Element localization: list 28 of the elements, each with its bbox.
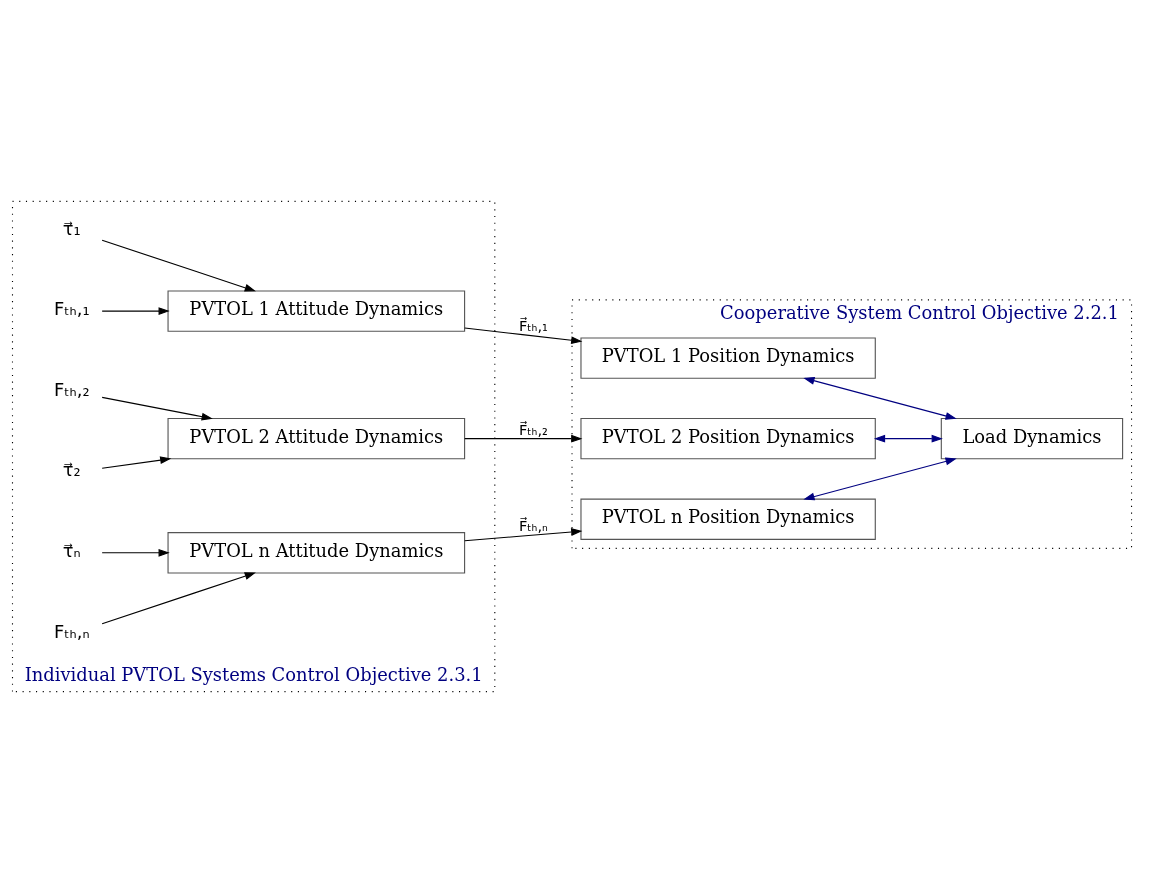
arrow [101, 548, 170, 557]
edge-label: F⃗ₜₕ,₂ [518, 421, 548, 438]
arrow [803, 457, 957, 500]
node-text: Fₜₕ,ₙ [54, 620, 90, 642]
node-text: τ⃗₁ [62, 217, 81, 239]
arrow [464, 527, 583, 541]
node-box: PVTOL 1 Attitude Dynamics [167, 289, 466, 332]
arrow [101, 239, 256, 292]
arrow [101, 396, 213, 421]
arrow [101, 306, 170, 315]
node-box: PVTOL 2 Position Dynamics [580, 417, 876, 459]
arrow [464, 326, 583, 344]
arrow [101, 455, 172, 469]
node-box: PVTOL n Attitude Dynamics [167, 531, 466, 573]
node-box: Load Dynamics [940, 417, 1124, 459]
node-text: Fₜₕ,₁ [53, 297, 90, 319]
edge-label: F⃗ₜₕ,ₙ [518, 517, 548, 534]
node-text: τ⃗ₙ [62, 539, 81, 561]
node-text: τ⃗₂ [62, 458, 81, 480]
arrow [464, 434, 583, 443]
node-box: PVTOL n Position Dynamics [580, 498, 876, 540]
node-box: PVTOL 2 Attitude Dynamics [167, 417, 466, 459]
arrow [803, 376, 957, 420]
arrow [873, 434, 943, 443]
edge-label: F⃗ₜₕ,₁ [518, 317, 548, 334]
arrow [101, 571, 256, 624]
node-text: Fₜₕ,₂ [53, 378, 90, 400]
node-box: PVTOL 1 Position Dynamics [580, 336, 876, 379]
